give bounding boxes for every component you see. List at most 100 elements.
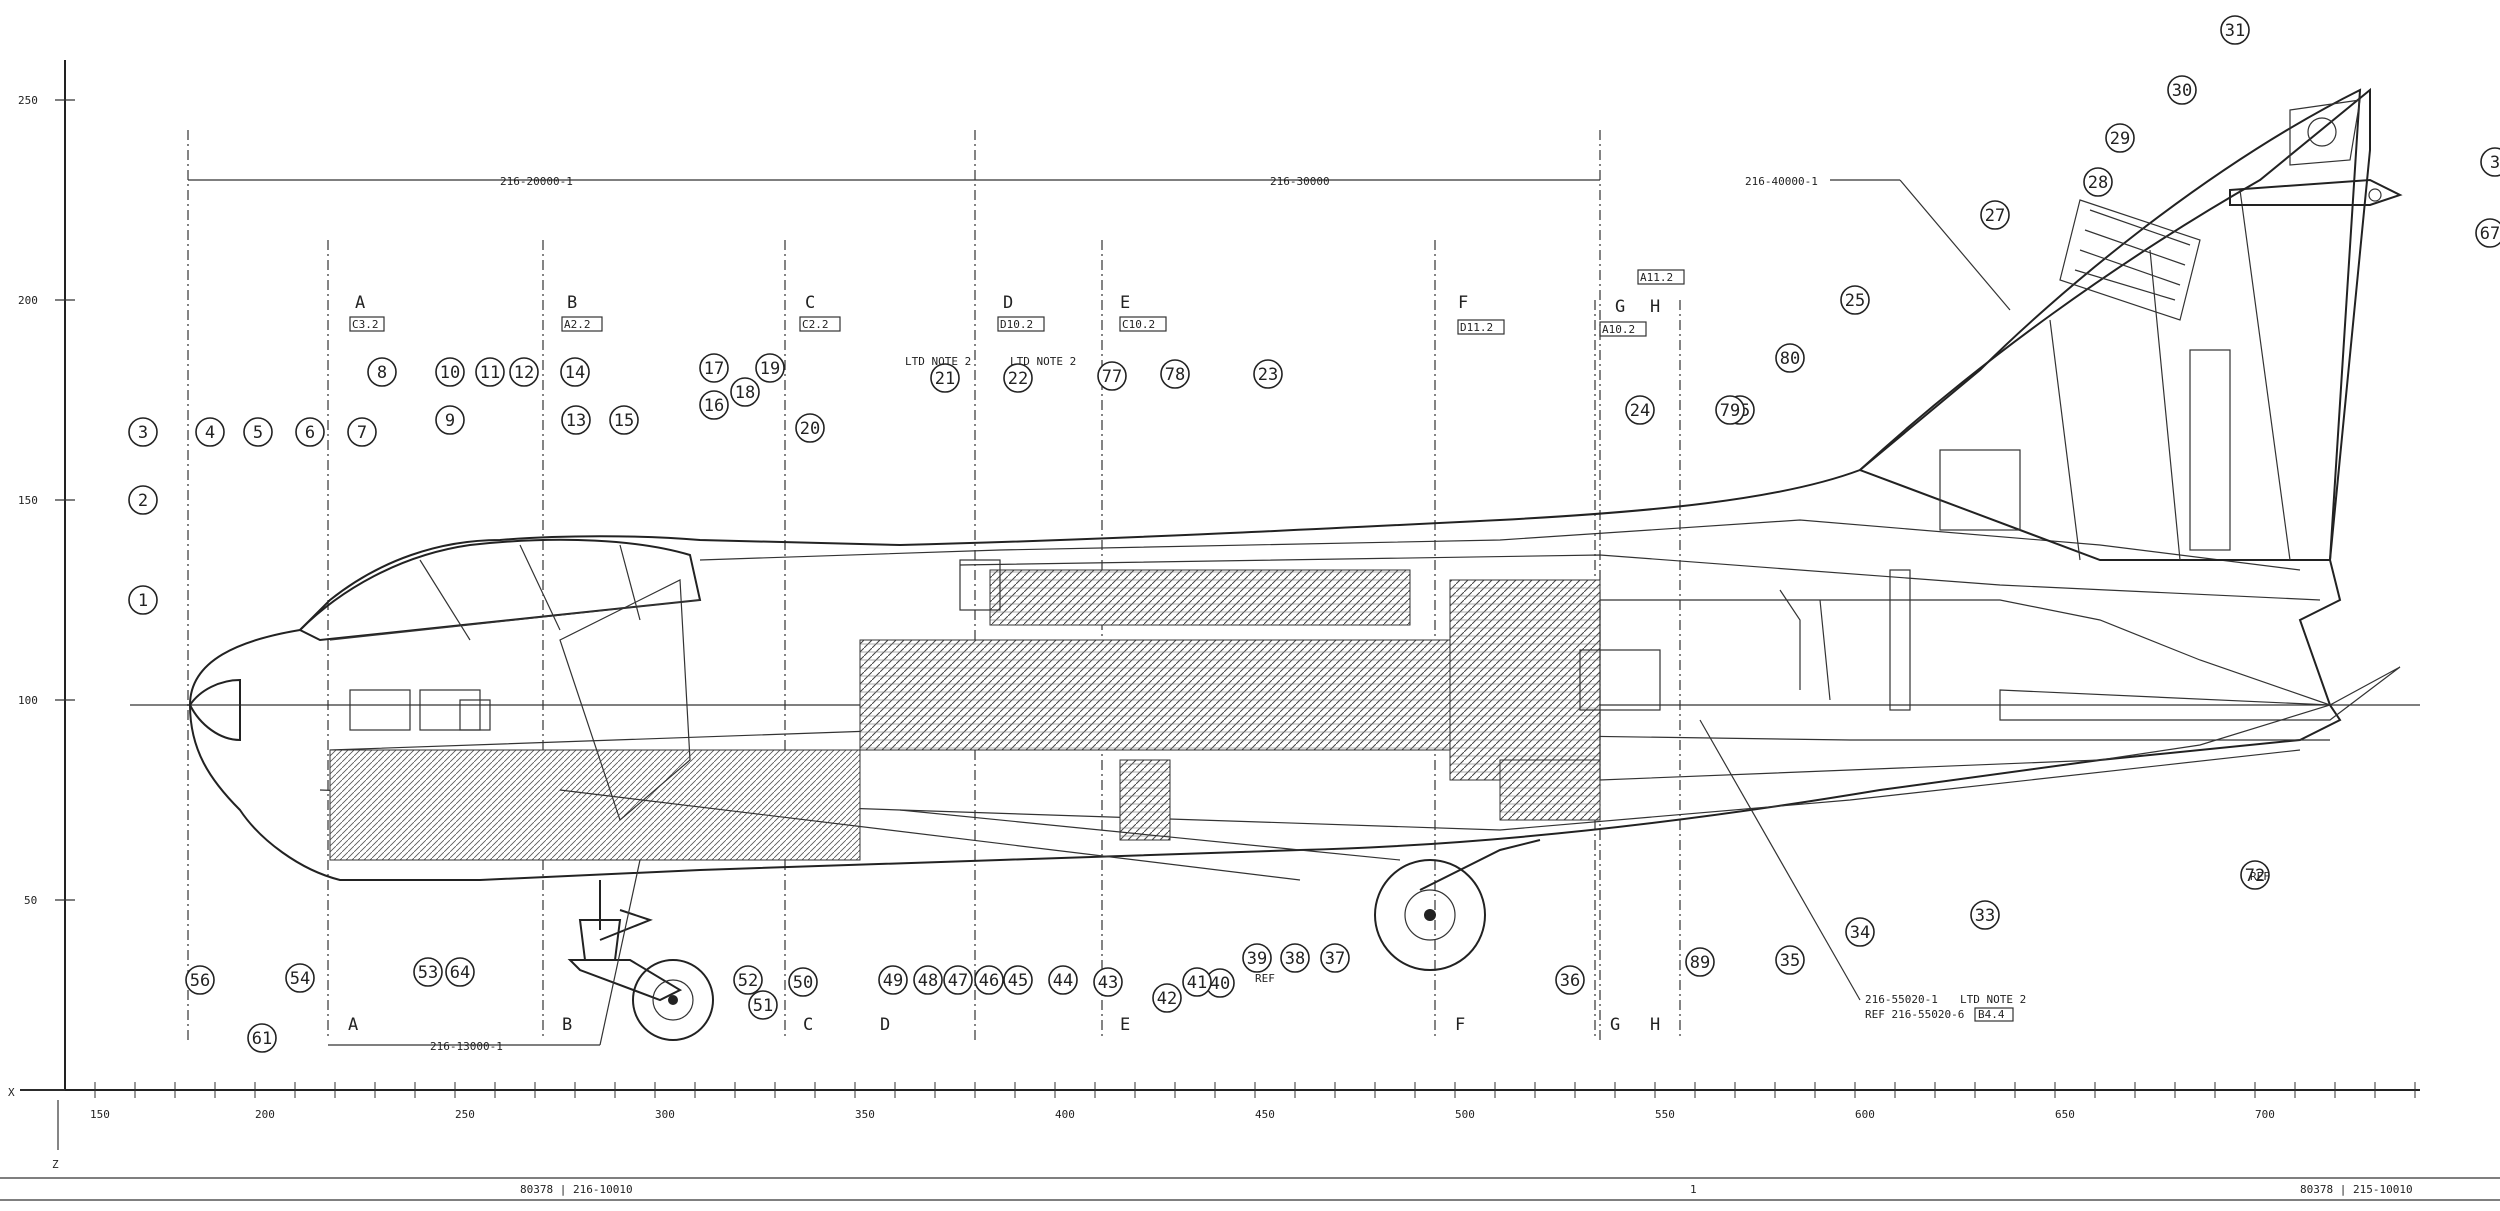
callout-upper-number: 4: [205, 423, 215, 443]
callout-upper-2: 2: [128, 485, 158, 515]
callout-upper-15: 15: [609, 405, 639, 435]
callout-upper-circle: [2105, 123, 2135, 153]
section-d-bottom: D: [880, 1015, 890, 1035]
callout-lower-circle: [748, 990, 778, 1020]
callout-upper-14: 14: [560, 357, 590, 387]
callout-upper-number: 6: [305, 423, 315, 443]
callout-lower-number: 37: [1325, 949, 1345, 969]
callout-lower-33: 33: [1970, 900, 2000, 930]
callout-upper-number: 18: [735, 383, 755, 403]
x-tick-550: 550: [1655, 1108, 1675, 1121]
callout-upper-number: 17: [704, 359, 724, 379]
section-h-ref: A11.2: [1640, 271, 1673, 284]
callout-upper-circle: [1625, 395, 1655, 425]
callout-lower-72: 72: [2240, 860, 2270, 890]
x-tick-250: 250: [455, 1108, 475, 1121]
ltd-callout-22: 22: [1003, 363, 1033, 393]
title-block: 80378 | 216-10010 1 80378 | 215-10010: [0, 1177, 2500, 1201]
callout-lower-44: 44: [1048, 965, 1078, 995]
section-f-ref: D11.2: [1460, 321, 1493, 334]
z-tick-250: 250: [18, 94, 38, 107]
callout-lower-number: 53: [418, 963, 438, 983]
section-g-ref: A10.2: [1602, 323, 1635, 336]
x-tick-600: 600: [1855, 1108, 1875, 1121]
callout-upper-circle: [699, 390, 729, 420]
callout-lower-circle: [445, 957, 475, 987]
callout-upper-28: 28: [2083, 167, 2113, 197]
callout-lower-number: 48: [918, 971, 938, 991]
callout-lower-43: 43: [1093, 967, 1123, 997]
callout-lower-circle: [913, 965, 943, 995]
callout-upper-31: 31: [2220, 15, 2250, 45]
callout-lower-circle: [1182, 967, 1212, 997]
dim-top-mid: 216-30000: [1270, 175, 1330, 188]
callout-upper-78: 78: [1160, 359, 1190, 389]
callout-lower-circle: [1152, 983, 1182, 1013]
callout-layer: 1234567891011121314151617181920232425252…: [128, 15, 2500, 1053]
callout-upper-77: 77: [1097, 361, 1127, 391]
callout-upper-29: 29: [2105, 123, 2135, 153]
callout-upper-number: 16: [704, 396, 724, 416]
callout-upper-number: 78: [1165, 365, 1185, 385]
callout-upper-5: 5: [243, 417, 273, 447]
callout-lower-number: 38: [1285, 949, 1305, 969]
section-a-label: A: [355, 293, 365, 313]
callout-upper-number: 2: [138, 491, 148, 511]
callout-lower-37: 37: [1320, 943, 1350, 973]
ltd-callout-21: 21: [930, 363, 960, 393]
callout-lower-51: 51: [748, 990, 778, 1020]
z-tick-200: 200: [18, 294, 38, 307]
callout-upper-circle: [367, 357, 397, 387]
callout-lower-54: 54: [285, 963, 315, 993]
callout-upper-20: 20: [795, 413, 825, 443]
callout-upper-number: 9: [445, 411, 455, 431]
callout-upper-circle: [560, 357, 590, 387]
callout-upper-circle: [128, 485, 158, 515]
bottom-dimension-line: 216-13000-1: [328, 859, 641, 1053]
callout-lower-circle: [878, 965, 908, 995]
x-tick-150: 150: [90, 1108, 110, 1121]
callout-lower-circle: [1280, 943, 1310, 973]
ltd-callout-circle: [930, 363, 960, 393]
callout-lower-number: 50: [793, 973, 813, 993]
callout-upper-number: 5: [253, 423, 263, 443]
callout-upper-number: 79: [1720, 401, 1740, 421]
section-markers-top: A C3.2 B A2.2 C C2.2 D D10.2 E C10.2 F D…: [349, 269, 1685, 337]
callout-upper-circle: [1097, 361, 1127, 391]
x-tick-200: 200: [255, 1108, 275, 1121]
vertical-tail: [1858, 87, 2403, 561]
ltd-note-22: LTD NOTE 2: [1010, 355, 1076, 368]
callout-upper-number: 80: [1780, 349, 1800, 369]
callout-lower-number: 52: [738, 971, 758, 991]
callout-upper-circle: [475, 357, 505, 387]
callout-upper-80: 80: [1775, 343, 1805, 373]
z-tick-50: 50: [24, 894, 37, 907]
callout-upper-circle: [128, 585, 158, 615]
callout-upper-circle: [2220, 15, 2250, 45]
callout-lower-42: 42: [1152, 983, 1182, 1013]
callout-lower-circle: [1048, 965, 1078, 995]
callout-lower-circle: [285, 963, 315, 993]
callout-upper-number: 11: [480, 363, 500, 383]
nose-gear: [567, 880, 714, 1041]
callout-lower-number: 54: [290, 969, 310, 989]
fuselage: [188, 88, 2401, 881]
section-e-ref: C10.2: [1122, 318, 1155, 331]
callout-upper-number: 77: [1102, 367, 1122, 387]
callout-lower-number: 56: [190, 971, 210, 991]
callout-upper-9: 9: [435, 405, 465, 435]
callout-upper-8: 8: [367, 357, 397, 387]
callout-lower-number: 47: [948, 971, 968, 991]
title-block-right: 80378 | 215-10010: [2300, 1183, 2413, 1196]
callout-lower-number: 72: [2245, 866, 2265, 886]
section-b-bottom: B: [562, 1015, 572, 1035]
section-c-label: C: [805, 293, 815, 313]
callout-upper-circle: [435, 357, 465, 387]
x-tick-300: 300: [655, 1108, 675, 1121]
callout-lower-number: 64: [450, 963, 470, 983]
callout-upper-number: 14: [565, 363, 585, 383]
callout-upper-number: 30: [2172, 81, 2192, 101]
callout-upper-25: 25: [1840, 285, 1870, 315]
callout-lower-number: 89: [1690, 953, 1710, 973]
callout-upper-circle: [699, 353, 729, 383]
